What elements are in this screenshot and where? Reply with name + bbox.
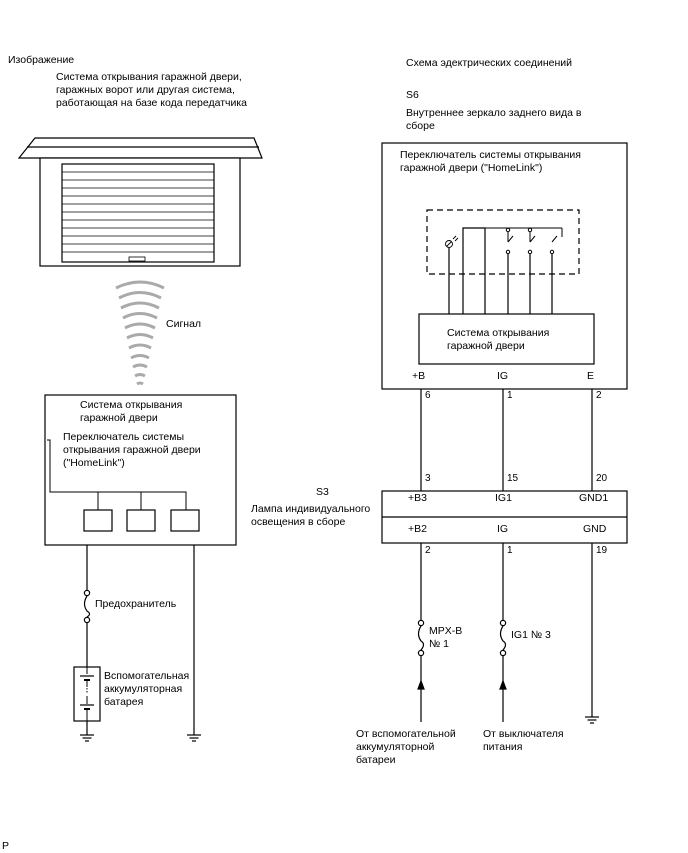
mpx-b-fuse-icon bbox=[417, 619, 425, 657]
garage-icon bbox=[17, 137, 263, 267]
battery-source-label: От вспомогательной аккумуляторной батаре… bbox=[356, 728, 456, 766]
s3-bottom-pin-number: 1 bbox=[507, 545, 513, 556]
s6-inner-module-box bbox=[418, 313, 595, 365]
battery-icon bbox=[73, 666, 101, 722]
switch-button-3 bbox=[170, 509, 200, 532]
left-fuse-icon bbox=[83, 589, 91, 624]
switch-dashed-box bbox=[426, 209, 580, 275]
left-heading: Изображение bbox=[8, 54, 75, 66]
s3-top-pin: +B3 bbox=[408, 492, 427, 504]
s6-pin-b: +B bbox=[412, 370, 426, 382]
s3-bottom-pin-number: 19 bbox=[596, 545, 608, 556]
led-icon bbox=[445, 235, 459, 248]
left-switch-label: Переключатель системы открывания гаражно… bbox=[63, 431, 201, 469]
s3-top-pin: GND1 bbox=[579, 492, 609, 504]
battery-label: Вспомогательная аккумуляторная батарея bbox=[104, 670, 190, 708]
wiring-diagram-heading: Схема эдектрических соединений bbox=[406, 57, 573, 69]
s3-top-pin: IG1 bbox=[495, 492, 512, 504]
ground-icon-left-1 bbox=[80, 734, 94, 742]
s6-box bbox=[381, 142, 628, 390]
signal-waves-icon bbox=[115, 280, 165, 386]
s3-bottom-pin: +B2 bbox=[408, 523, 427, 535]
ig1-fuse-icon bbox=[499, 619, 507, 657]
left-module-box bbox=[44, 394, 237, 546]
ground-icon-right bbox=[585, 716, 599, 724]
s6-pin-number: 1 bbox=[507, 390, 513, 401]
s3-code: S3 bbox=[316, 486, 329, 498]
s6-pin-number: 6 bbox=[425, 390, 431, 401]
left-module-title: Система открывания гаражной двери bbox=[80, 399, 183, 424]
signal-label: Сигнал bbox=[166, 318, 202, 330]
s3-top-pin-number: 20 bbox=[596, 473, 608, 484]
s6-pin-e: E bbox=[587, 370, 595, 382]
s6-pin-number: 2 bbox=[596, 390, 602, 401]
switch-button-1 bbox=[83, 509, 113, 532]
arrow-up-icon bbox=[499, 679, 507, 690]
switch-button-2 bbox=[126, 509, 156, 532]
s3-name: Лампа индивидуального освещения в сборе bbox=[251, 503, 371, 528]
s6-switch-label: Переключатель системы открывания гаражно… bbox=[400, 149, 581, 174]
ignition-source-label: От выключателя питания bbox=[483, 728, 564, 753]
ig1-fuse-label: IG1 № 3 bbox=[511, 629, 551, 641]
mpx-b-fuse-label: MPX-B № 1 bbox=[429, 625, 463, 650]
ground-icon-left-2 bbox=[187, 734, 201, 742]
s6-name: Внутреннее зеркало заднего вида в сборе bbox=[406, 107, 582, 132]
s3-bottom-pin: GND bbox=[583, 523, 607, 535]
s3-bottom-pin: IG bbox=[497, 523, 509, 535]
s6-inner-label: Система открывания гаражной двери bbox=[447, 327, 550, 352]
s6-pin-ig: IG bbox=[497, 370, 509, 382]
footer-mark: P bbox=[2, 840, 10, 852]
switch-contacts-icon bbox=[485, 227, 563, 255]
s3-top-pin-number: 15 bbox=[507, 473, 519, 484]
s3-bottom-pin-number: 2 bbox=[425, 545, 431, 556]
s6-code: S6 bbox=[406, 89, 419, 101]
fuse-label: Предохранитель bbox=[95, 598, 177, 610]
s3-top-pin-number: 3 bbox=[425, 473, 431, 484]
arrow-up-icon bbox=[417, 679, 425, 690]
garage-system-caption: Система открывания гаражной двери, гараж… bbox=[56, 71, 248, 109]
